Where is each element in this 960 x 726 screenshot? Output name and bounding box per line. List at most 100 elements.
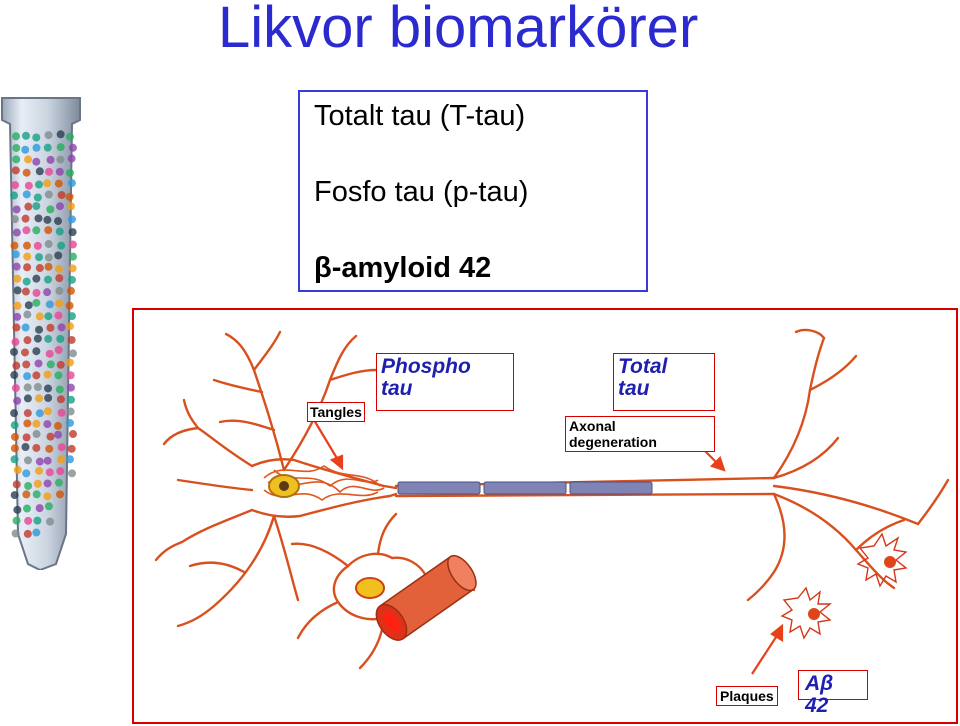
tube-particle	[44, 275, 53, 284]
neuron-diagram	[132, 308, 958, 724]
tube-particle	[23, 409, 32, 418]
label-phospho-tau: Phospho tau	[376, 353, 514, 411]
tube-particle	[55, 385, 64, 394]
tube-particle	[57, 455, 66, 464]
tube-particle	[43, 420, 52, 429]
tube-particle	[10, 241, 19, 250]
tube-particle	[11, 337, 20, 346]
tube-particle	[68, 349, 77, 358]
tube-particle	[12, 143, 21, 152]
tube-particle	[10, 371, 19, 380]
tube-particle	[22, 469, 31, 478]
tube-particle	[54, 478, 63, 487]
tube-particle	[57, 323, 66, 332]
tube-particle	[35, 167, 44, 176]
tube-particle	[22, 226, 31, 235]
tube-particle	[24, 481, 33, 490]
slide-title: Likvor biomarkörer	[218, 0, 699, 60]
tube-particle	[24, 155, 33, 164]
tube-particle	[67, 275, 76, 284]
tube-particle	[46, 155, 55, 164]
tube-particle	[24, 456, 33, 465]
tube-particle	[54, 371, 63, 380]
tube-particle	[65, 455, 74, 464]
tube-particle	[56, 360, 65, 369]
tube-particle	[23, 336, 32, 345]
tube-particle	[23, 252, 32, 261]
tube-particle	[35, 409, 44, 418]
tube-particle	[24, 202, 33, 211]
tube-particle	[56, 395, 65, 404]
tube-particle	[10, 444, 19, 453]
tube-particle	[13, 505, 22, 514]
tube-particle	[65, 418, 74, 427]
tube-particle	[32, 143, 41, 152]
tube-particle	[12, 516, 21, 525]
tube-particle	[22, 360, 31, 369]
tube-particle	[10, 347, 19, 356]
tube-particle	[54, 311, 63, 320]
tube-particle	[35, 253, 44, 262]
marker-total-tau: Totalt tau (T-tau)	[314, 100, 526, 132]
tube-particle	[13, 396, 22, 405]
tube-particle	[67, 335, 76, 344]
tube-particle	[11, 132, 20, 141]
tube-particle	[35, 264, 44, 273]
tube-particle	[12, 262, 21, 271]
tube-particle	[44, 262, 53, 271]
tube-particle	[65, 132, 74, 141]
tube-particle	[66, 371, 75, 380]
tube-particle	[44, 190, 53, 199]
tube-particle	[21, 145, 30, 154]
tube-particle	[21, 131, 30, 140]
tube-particle	[68, 143, 77, 152]
tube-particle	[12, 155, 21, 164]
neuron-illustration	[154, 328, 950, 675]
tube-particle	[44, 312, 53, 321]
tube-particle	[67, 179, 76, 188]
tube-particle	[65, 192, 74, 201]
tube-particle	[22, 241, 31, 250]
tube-particle	[43, 492, 52, 501]
tube-particle	[54, 430, 63, 439]
tube-particle	[10, 421, 19, 430]
tube-particle	[68, 264, 77, 273]
tube-particle	[32, 298, 41, 307]
tube-particle	[68, 252, 77, 261]
tube-particle	[68, 240, 77, 249]
tube-particle	[11, 181, 20, 190]
label-abeta42: Aβ 42	[798, 670, 868, 717]
tube-particle	[35, 394, 44, 403]
tube-particle	[33, 516, 42, 525]
label-plaques: Plaques	[716, 686, 778, 706]
tube-particle	[32, 157, 41, 166]
tube-particle	[56, 130, 65, 139]
csf-tube-image	[1, 97, 81, 570]
tube-particle	[44, 394, 53, 403]
tube-particle	[12, 480, 21, 489]
tube-particle	[55, 286, 64, 295]
tube-particle	[66, 407, 75, 416]
tube-particle	[67, 444, 76, 453]
tube-particle	[66, 286, 75, 295]
tube-particle	[13, 286, 22, 295]
tube-particle	[56, 490, 65, 499]
tube-particle	[65, 301, 74, 310]
tube-particle	[44, 226, 53, 235]
tube-particle	[46, 323, 55, 332]
tube-particle	[57, 241, 66, 250]
tube-particle	[65, 358, 74, 367]
tube-particle	[33, 241, 42, 250]
tube-particle	[55, 274, 64, 283]
tube-particle	[46, 360, 55, 369]
tube-particle	[44, 131, 53, 140]
tube-particle	[21, 287, 30, 296]
tube-particle	[44, 384, 53, 393]
tube-particle	[54, 346, 63, 355]
label-total-tau: Total tau	[613, 353, 715, 411]
tube-particle	[23, 394, 32, 403]
tube-particle	[23, 310, 32, 319]
tube-particle	[46, 205, 55, 214]
tube-particle	[21, 348, 30, 357]
tube-particle	[10, 455, 19, 464]
